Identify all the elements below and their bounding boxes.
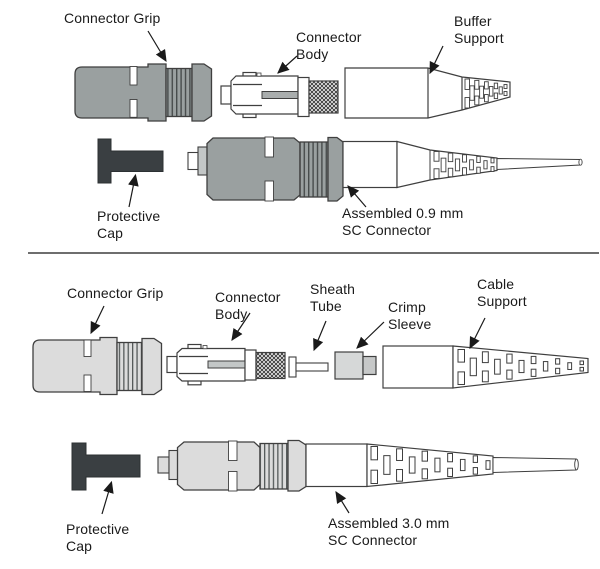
arrow-connector-grip-30 [90, 305, 105, 335]
label-line: SC Connector [342, 222, 432, 238]
label-protective-cap-30: Protective Cap [66, 521, 129, 555]
label-line: Cap [66, 538, 92, 554]
buffer-support-slots [464, 78, 508, 109]
label-line: SC Connector [328, 532, 418, 548]
assembled-30-connector [157, 439, 579, 492]
label-connector-body-09: Connector Body [296, 29, 362, 63]
connector-grip-09 [74, 63, 213, 122]
assembled-09-boot-slots [433, 151, 495, 179]
label-line: Protective [66, 521, 130, 537]
arrow-crimp-sleeve [356, 321, 385, 349]
label-connector-grip-09: Connector Grip [64, 10, 161, 26]
assembled-09-connector [187, 136, 583, 202]
buffer-support [344, 67, 511, 119]
label-line: Cap [97, 225, 123, 241]
arrow-cable-support [469, 317, 486, 350]
assembled-30-boot-slots [370, 446, 491, 484]
arrow-protective-cap-09 [128, 173, 139, 208]
label-line: Connector [296, 29, 362, 45]
section-divider [28, 252, 599, 254]
leader-arrows [90, 30, 486, 515]
label-connector-grip-30: Connector Grip [67, 285, 164, 301]
protective-cap-09 [97, 138, 164, 184]
label-assembled-30: Assembled 3.0 mm SC Connector [328, 515, 449, 549]
crimp-sleeve [334, 351, 377, 380]
label-line: Support [454, 30, 504, 46]
label-line: Connector [215, 289, 281, 305]
label-assembled-09: Assembled 0.9 mm SC Connector [342, 205, 463, 239]
arrow-assembled-30 [335, 490, 350, 514]
arrow-assembled-09 [347, 185, 367, 208]
label-connector-body-30: Connector Body [215, 289, 281, 323]
label-line: Protective [97, 208, 161, 224]
arrow-connector-body-09 [277, 55, 298, 74]
protective-cap-30 [71, 442, 141, 491]
arrow-connector-body-30 [231, 312, 251, 341]
label-buffer-support: Buffer Support [454, 13, 504, 47]
label-line: Sleeve [388, 316, 432, 332]
label-crimp-sleeve: Crimp Sleeve [388, 299, 431, 333]
connector-body-09 [220, 71, 339, 119]
label-cable-support: Cable Support [477, 276, 527, 310]
label-line: Buffer [454, 13, 492, 29]
connector-grip-30 [32, 336, 163, 396]
label-line: Cable [477, 276, 515, 292]
label-line: Assembled 0.9 mm [342, 205, 464, 221]
arrow-sheath-tube [313, 320, 327, 352]
label-line: Body [296, 46, 329, 62]
connector-body-30 [166, 343, 286, 386]
sheath-tube [288, 356, 329, 378]
cable-support [382, 345, 589, 389]
arrow-connector-grip-09 [147, 30, 167, 63]
label-sheath-tube: Sheath Tube [310, 281, 355, 315]
label-line: Crimp [388, 299, 426, 315]
arrow-protective-cap-30 [101, 480, 114, 515]
label-line: Tube [310, 298, 342, 314]
label-line: Assembled 3.0 mm [328, 515, 450, 531]
arrow-buffer-support [429, 45, 444, 75]
label-line: Body [215, 306, 248, 322]
label-protective-cap-09: Protective Cap [97, 208, 160, 242]
label-line: Sheath [310, 281, 355, 297]
cable-support-slots [457, 349, 584, 385]
label-line: Support [477, 293, 527, 309]
